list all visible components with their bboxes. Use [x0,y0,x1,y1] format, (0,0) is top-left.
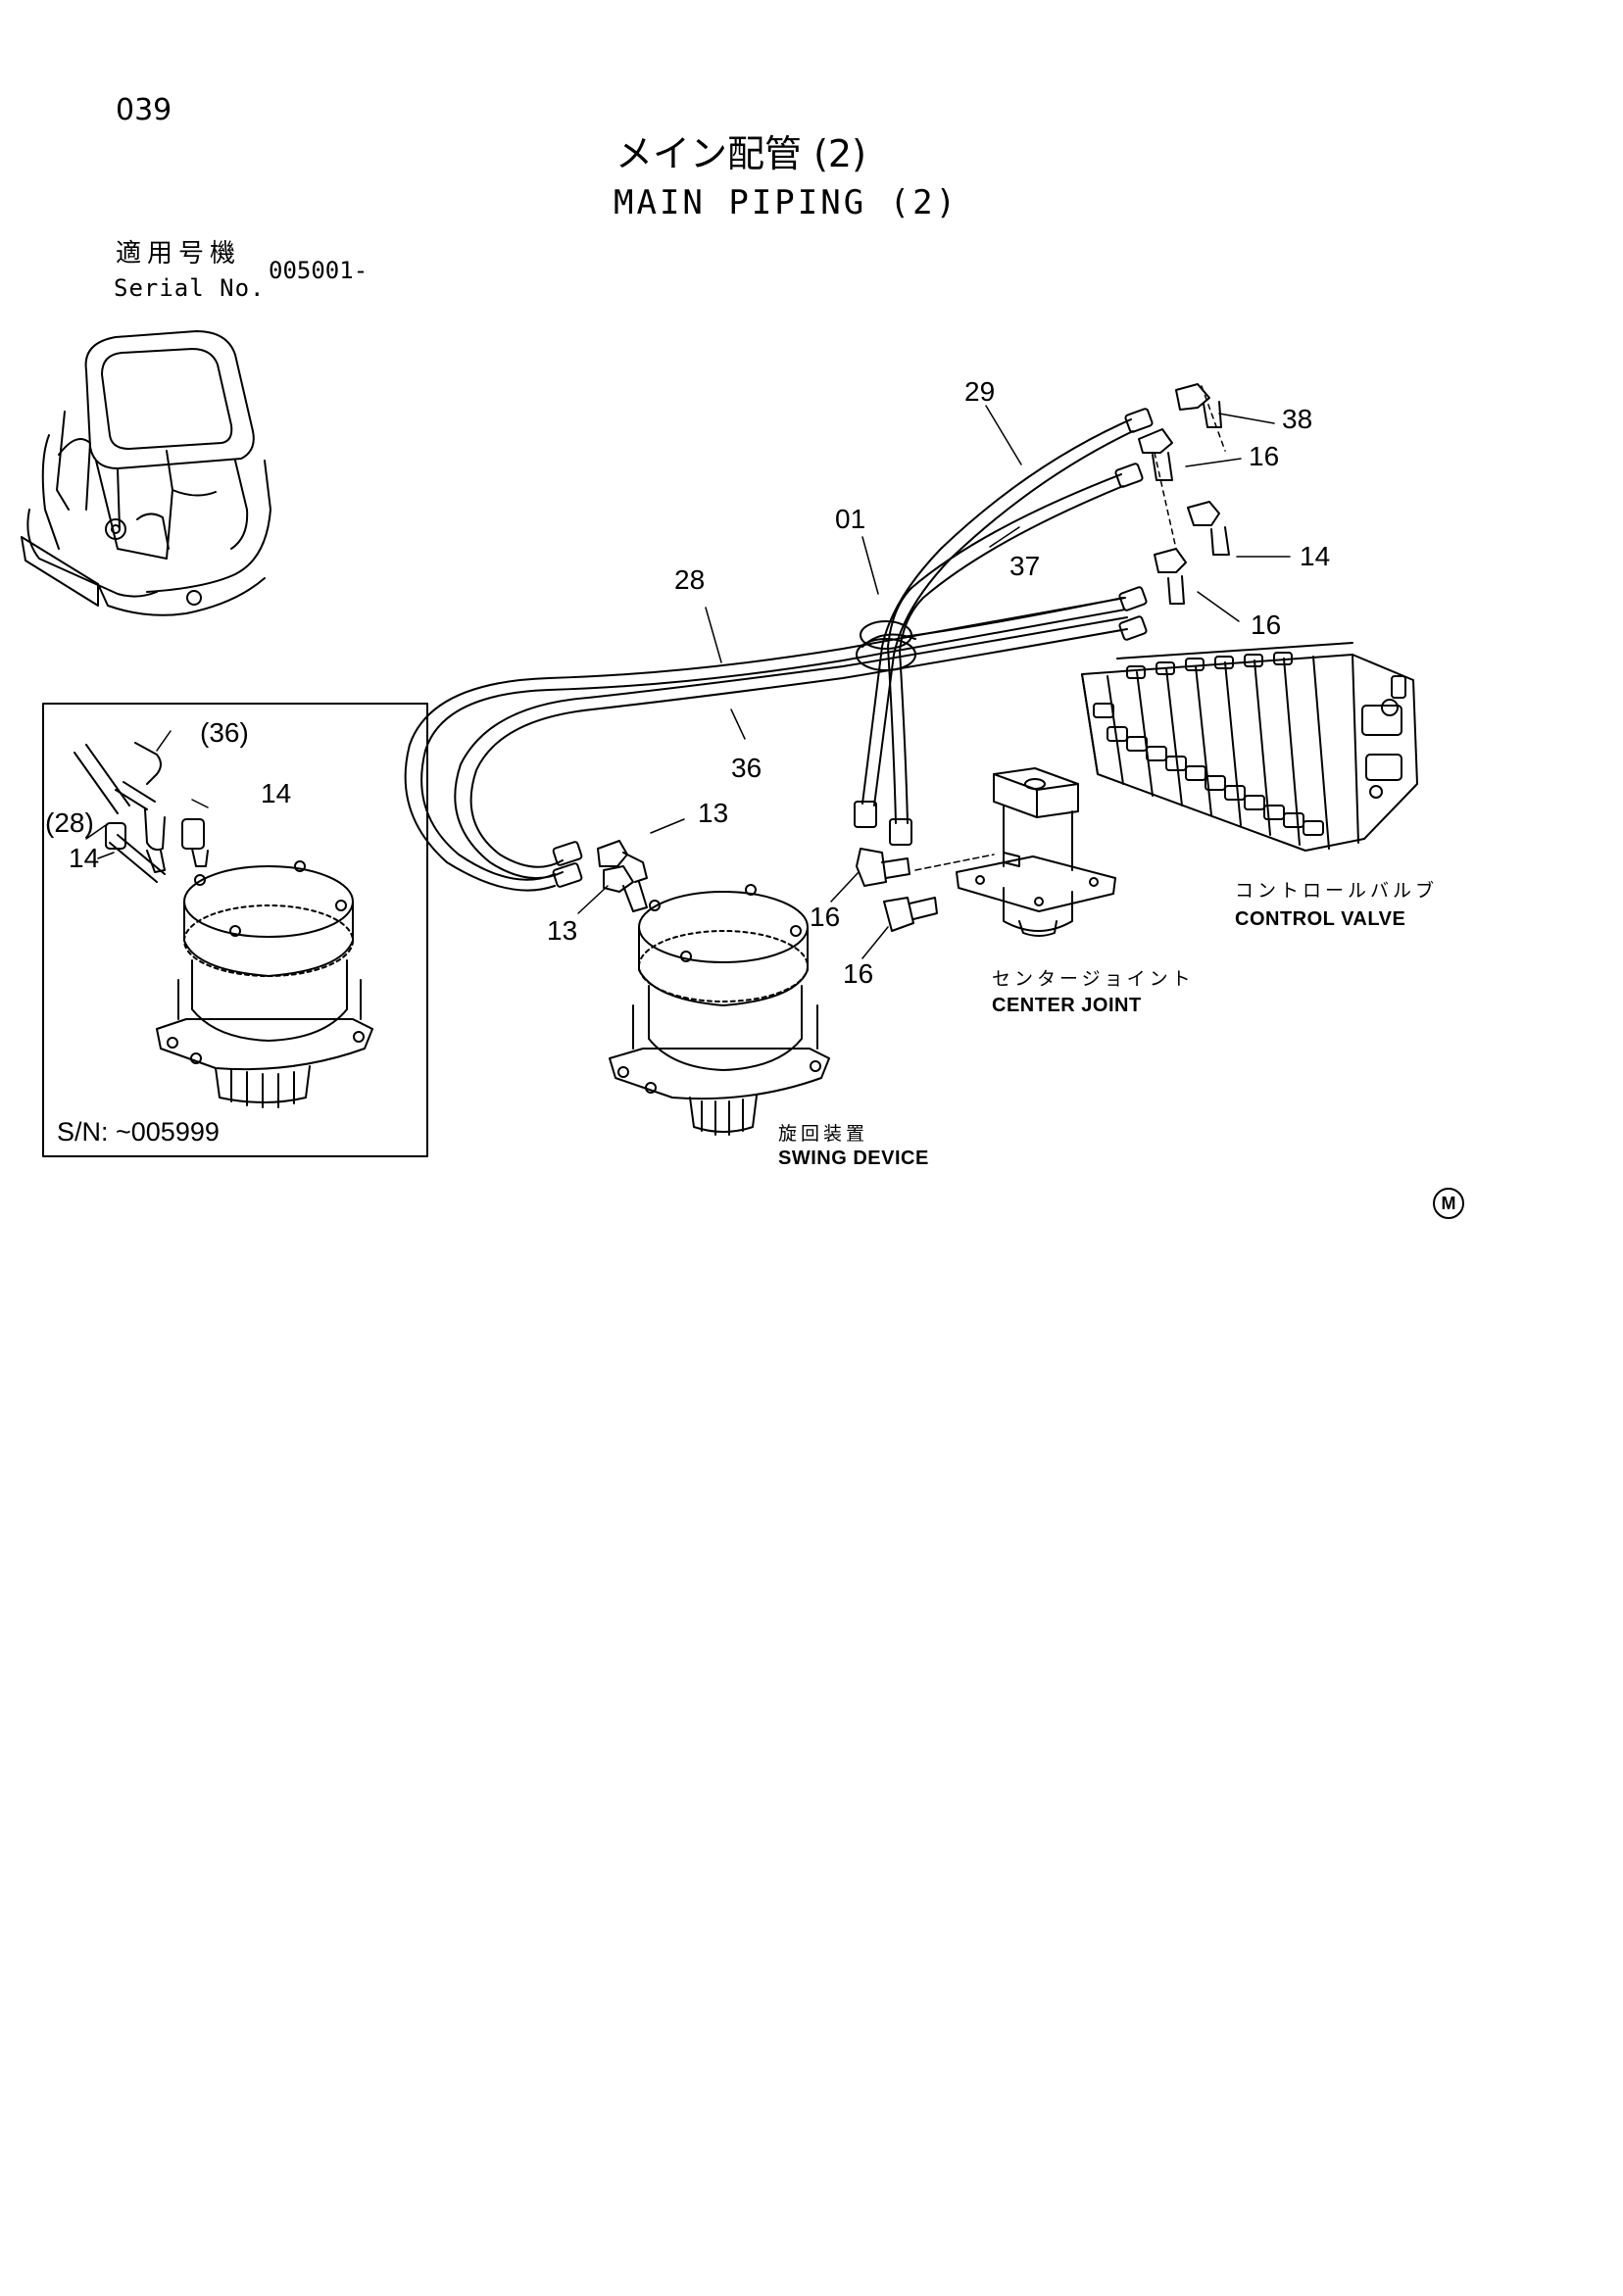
manual-mark-letter: M [1433,1188,1464,1219]
callout-16-valve: 16 [1251,610,1282,640]
inset-serial-range: S/N: ~005999 [57,1117,220,1147]
control-valve-drawing [1081,642,1418,852]
hose-bundle [404,408,1154,892]
callout-13-upper: 13 [698,798,729,828]
inset-frame [42,703,428,1157]
serial-label-japanese: 適用号機 [116,239,242,269]
inset-swing-motor [74,742,373,1108]
center-joint-label-jp: センタージョイント [992,968,1195,990]
control-valve-label-jp: コントロールバルブ [1235,880,1439,902]
inset-callout-14-left: 14 [69,843,100,873]
serial-label-english: Serial No. [114,274,266,302]
swing-device-label-en: SWING DEVICE [778,1148,929,1169]
callout-36: 36 [731,753,762,783]
callout-16-joint-upper: 16 [810,902,841,932]
inset-callout-14-right: 14 [261,778,292,808]
title-english: MAIN PIPING (2) [614,183,959,222]
callout-13-lower: 13 [547,915,578,946]
inset-callout-36: (36) [200,717,249,748]
center-joint-label-en: CENTER JOINT [992,995,1142,1016]
callout-37: 37 [1009,551,1041,581]
callout-29: 29 [964,376,996,407]
title-japanese: メイン配管 (2) [615,132,866,175]
page-number: 039 [116,93,172,127]
leader-lines [85,405,1291,959]
center-joint-drawing [914,767,1116,937]
callout-14: 14 [1300,541,1331,571]
fittings-valve [1138,383,1230,605]
callout-16-joint-lower: 16 [843,958,874,989]
swing-device-drawing [597,840,830,1136]
excavator-thumbnail [21,330,271,616]
inset-callout-28: (28) [45,807,94,838]
control-valve-label-en: CONTROL VALVE [1235,908,1406,930]
callout-38: 38 [1282,404,1313,434]
callout-16-top: 16 [1249,441,1280,471]
serial-value: 005001- [269,257,369,284]
swing-device-label-jp: 旋回装置 [778,1123,869,1145]
fittings-center-joint [856,848,938,932]
callout-01: 01 [835,504,866,534]
manual-mark-icon: M [1433,1188,1464,1219]
callout-28: 28 [674,564,706,595]
